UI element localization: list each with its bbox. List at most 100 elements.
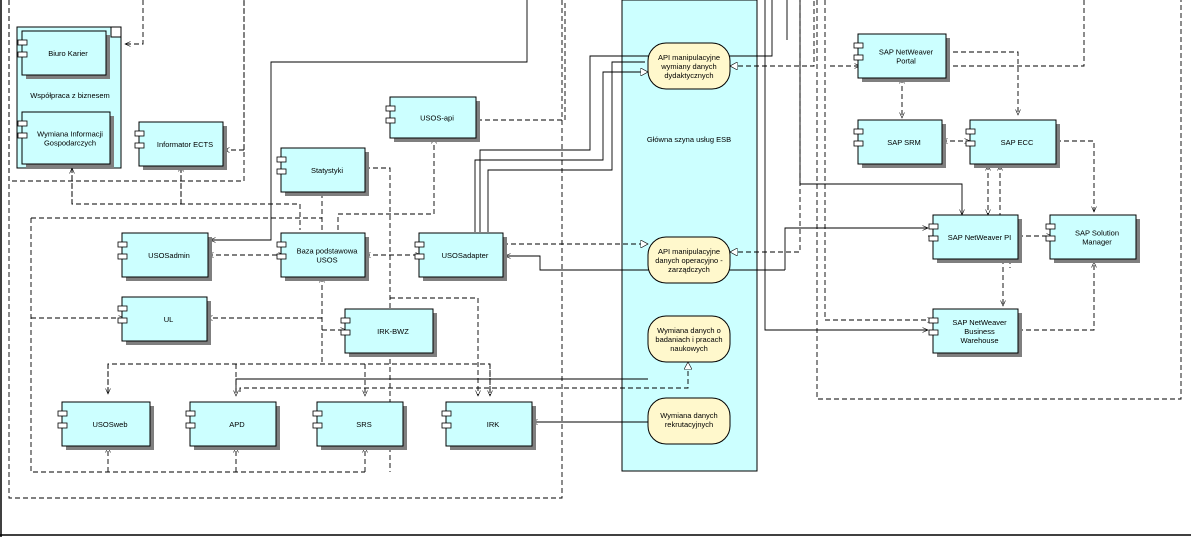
component-usosadapter[interactable]: USOSadapter [414, 232, 507, 281]
svg-text:zarządczych: zarządczych [668, 265, 710, 274]
component-port-icon [117, 253, 128, 260]
component-port-icon [57, 410, 68, 417]
component-port-icon [117, 305, 128, 312]
component-port-icon [17, 120, 28, 127]
svg-text:wymiany danych: wymiany danych [660, 62, 716, 71]
component-label: SAP Solution [1075, 229, 1119, 238]
component-label: UL [164, 315, 174, 324]
component-sap-netweaver-pi[interactable]: SAP NetWeaver PI [928, 214, 1022, 263]
svg-text:danych operacyjno -: danych operacyjno - [655, 256, 723, 265]
component-port-icon [276, 241, 287, 248]
component-label: SRS [356, 420, 371, 429]
component-port-icon [276, 168, 287, 175]
component-body [121, 296, 208, 342]
component-label: APD [229, 420, 245, 429]
component-port-icon [853, 54, 864, 61]
component-label: IRK-BWZ [377, 327, 409, 336]
component-port-icon [928, 235, 939, 242]
component-body [389, 96, 477, 139]
svg-text:rekrutacyjnych: rekrutacyjnych [665, 420, 713, 429]
component-body [61, 401, 151, 447]
component-label: USOS-api [420, 114, 454, 123]
component-label: USOS [316, 256, 337, 265]
component-label: USOSadapter [442, 251, 489, 260]
component-apd[interactable]: APD [185, 401, 280, 450]
package-boundaries [8, 0, 1182, 499]
component-label: SAP NetWeaver [879, 48, 934, 57]
component-label: Statystyki [311, 166, 343, 175]
component-label: Business [964, 327, 995, 336]
component-body [969, 119, 1057, 165]
component-port-icon [853, 42, 864, 49]
component-port-icon [312, 410, 323, 417]
component-srs[interactable]: SRS [312, 401, 407, 450]
component-label: SAP ECC [1001, 138, 1034, 147]
component-informator-ects[interactable]: Informator ECTS [134, 121, 227, 170]
component-port-icon [928, 223, 939, 230]
svg-text:naukowych: naukowych [670, 344, 708, 353]
esb-label: Główna szyna usług ESB [647, 135, 731, 144]
component-port-icon [385, 117, 396, 124]
component-label: Informator ECTS [157, 140, 213, 149]
component-label: Biuro Karier [48, 49, 88, 58]
component-port-icon [340, 329, 351, 336]
component-irk[interactable]: IRK [441, 401, 536, 450]
component-label: IRK [487, 420, 500, 429]
component-body [932, 308, 1019, 354]
component-usosadmin[interactable]: USOSadmin [117, 232, 212, 281]
component-body [1049, 214, 1137, 260]
component-body [932, 214, 1019, 260]
component-usos-api[interactable]: USOS-api [385, 96, 480, 142]
component-port-icon [414, 241, 425, 248]
component-port-icon [17, 132, 28, 139]
component-biuro-karier[interactable]: Biuro Karier [17, 30, 110, 79]
component-port-icon [385, 105, 396, 112]
component-sap-srm[interactable]: SAP SRM [853, 119, 946, 168]
component-usosweb[interactable]: USOSweb [57, 401, 154, 450]
component-body [418, 232, 504, 278]
component-body [857, 33, 947, 79]
component-label: SAP SRM [887, 138, 921, 147]
component-label: Portal [896, 57, 916, 66]
component-body [857, 119, 943, 165]
interface-badania-naukowe[interactable]: Wymiana danych o badaniach i pracach nau… [647, 315, 731, 363]
component-port-icon [853, 140, 864, 147]
component-sap-ecc[interactable]: SAP ECC [965, 119, 1060, 168]
component-port-icon [17, 51, 28, 58]
component-port-icon [134, 142, 145, 149]
component-body [344, 308, 434, 354]
component-statystyki[interactable]: Statystyki [276, 147, 369, 196]
component-body [445, 401, 533, 447]
component-label: SAP NetWeaver [952, 318, 1007, 327]
interface-api-dydaktyczne[interactable]: API manipulacyjne wymiany danych dydakty… [647, 42, 731, 90]
component-label: Manager [1082, 238, 1112, 247]
svg-text:dydaktycznych: dydaktycznych [664, 71, 713, 80]
component-port-icon [414, 253, 425, 260]
component-port-icon [1045, 223, 1056, 230]
component-port-icon [928, 317, 939, 324]
interface-rekrutacja[interactable]: Wymiana danych rekrutacyjnych [647, 397, 731, 445]
interface-api-operacyjne[interactable]: API manipulacyjne danych operacyjno - za… [647, 236, 731, 284]
component-irk-bwz[interactable]: IRK-BWZ [340, 308, 437, 357]
component-body [189, 401, 277, 447]
svg-text:API manipulacyjne: API manipulacyjne [658, 53, 720, 62]
svg-text:badaniach i pracach: badaniach i pracach [655, 335, 722, 344]
wspolpraca-label: Współpraca z biznesem [30, 91, 110, 100]
svg-text:Wymiana danych: Wymiana danych [660, 411, 717, 420]
component-port-icon [117, 241, 128, 248]
component-port-icon [965, 140, 976, 147]
component-label: Warehouse [960, 336, 998, 345]
component-body [280, 232, 366, 278]
component-label: Wymiana Informacji [37, 130, 103, 139]
component-ul[interactable]: UL [117, 296, 211, 345]
component-port-icon [441, 410, 452, 417]
component-port-icon [185, 410, 196, 417]
component-port-icon [312, 422, 323, 429]
component-body [21, 111, 111, 165]
component-label: Gospodarczych [44, 139, 96, 148]
